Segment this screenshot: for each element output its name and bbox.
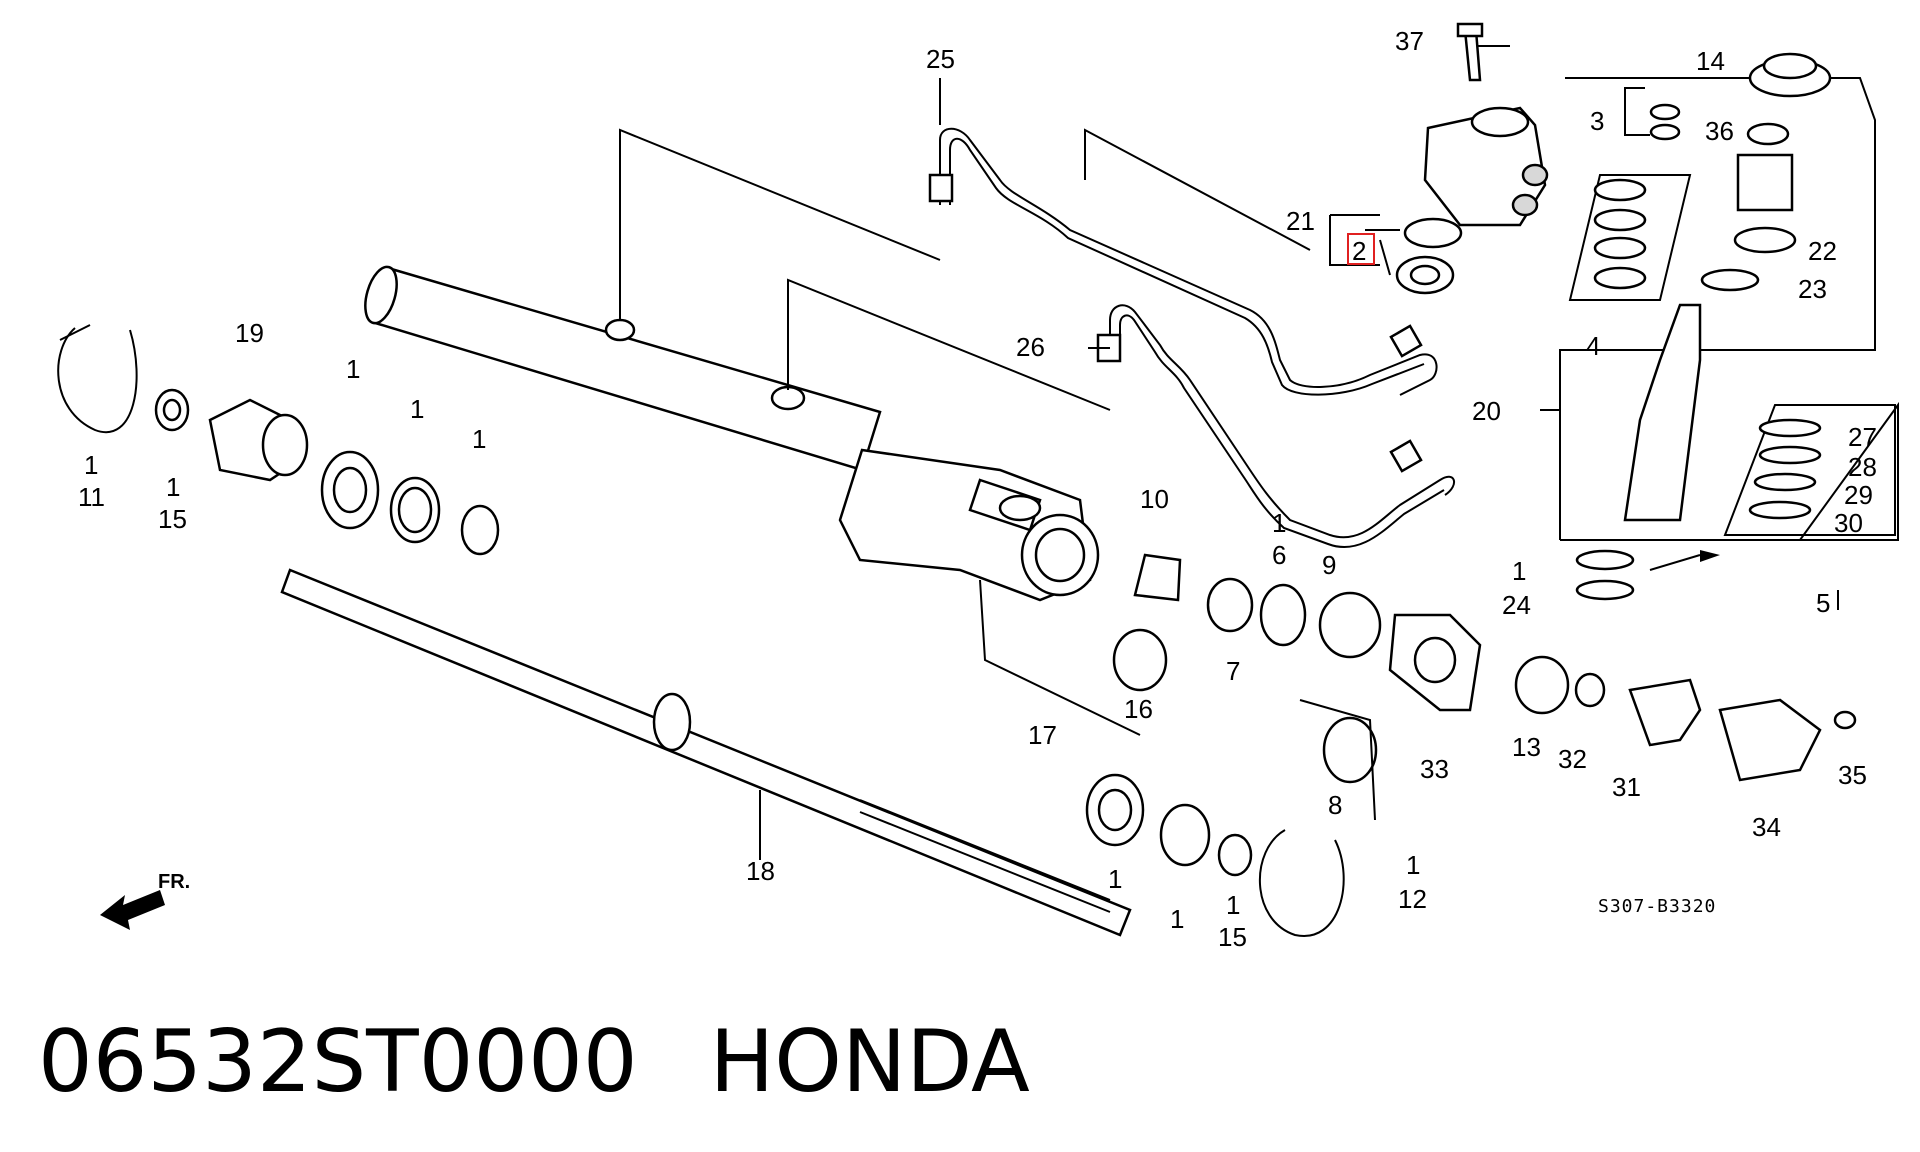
callout: 1 bbox=[1512, 556, 1526, 586]
callout: 8 bbox=[1328, 790, 1342, 820]
callout: 2 bbox=[1352, 236, 1366, 266]
callout: 10 bbox=[1140, 484, 1169, 514]
callout: 3 bbox=[1590, 106, 1604, 136]
callout: 25 bbox=[926, 44, 955, 74]
drawing-code: S307-B3320 bbox=[1598, 896, 1716, 917]
callout: 23 bbox=[1798, 274, 1827, 304]
callout: 16 bbox=[1124, 694, 1153, 724]
middle-parts bbox=[1085, 553, 1857, 938]
callout: 27 bbox=[1848, 422, 1877, 452]
callout: 37 bbox=[1395, 26, 1424, 56]
callout: 21 bbox=[1286, 206, 1315, 236]
callout: 17 bbox=[1028, 720, 1057, 750]
callout: 14 bbox=[1696, 46, 1725, 76]
callout: 30 bbox=[1834, 508, 1863, 538]
left-parts bbox=[57, 324, 500, 556]
callout: 11 bbox=[78, 482, 105, 512]
highlight-box bbox=[1347, 233, 1375, 265]
callout: 1 bbox=[1406, 850, 1420, 880]
valve-housing-parts bbox=[1395, 22, 1832, 601]
front-direction-marker: FR. bbox=[100, 871, 190, 930]
callout: 1 bbox=[1108, 864, 1122, 894]
callout: 31 bbox=[1612, 772, 1641, 802]
callout: 1 bbox=[1170, 904, 1184, 934]
callout: 1 bbox=[410, 394, 424, 424]
callout: 1 bbox=[1272, 508, 1286, 538]
callout: 1 bbox=[472, 424, 486, 454]
callout: 20 bbox=[1472, 396, 1501, 426]
part-number: 06532ST0000 bbox=[38, 1012, 638, 1112]
callout: 18 bbox=[746, 856, 775, 886]
callout: 4 bbox=[1586, 331, 1600, 361]
callout: 28 bbox=[1848, 452, 1877, 482]
part-caption: 06532ST0000 HONDA bbox=[38, 1012, 1102, 1112]
callout: 22 bbox=[1808, 236, 1837, 266]
callout: 9 bbox=[1322, 550, 1336, 580]
callout: 19 bbox=[235, 318, 264, 348]
callout: 32 bbox=[1558, 744, 1587, 774]
callout: 24 bbox=[1502, 590, 1531, 620]
callout: 26 bbox=[1016, 332, 1045, 362]
brand-name: HONDA bbox=[709, 1012, 1030, 1112]
callout: 36 bbox=[1705, 116, 1734, 146]
callout: 1 bbox=[1226, 890, 1240, 920]
callout: 34 bbox=[1752, 812, 1781, 842]
rack-bar bbox=[280, 568, 1132, 937]
callout: 12 bbox=[1398, 884, 1427, 914]
callout: 33 bbox=[1420, 754, 1449, 784]
callout: 29 bbox=[1844, 480, 1873, 510]
callout: 13 bbox=[1512, 732, 1541, 762]
callout: 1 bbox=[166, 472, 180, 502]
callout: 1 bbox=[346, 354, 360, 384]
callout: 7 bbox=[1226, 656, 1240, 686]
callout: 15 bbox=[158, 504, 187, 534]
callout-labels: 1 11 1 15 19 1 1 1 25 26 37 21 2 14 3 36… bbox=[78, 26, 1877, 952]
callout: 15 bbox=[1218, 922, 1247, 952]
callout: 1 bbox=[84, 450, 98, 480]
callout: 35 bbox=[1838, 760, 1867, 790]
rack-housing bbox=[364, 265, 1141, 736]
callout: 5 bbox=[1816, 588, 1830, 618]
svg-text:FR.: FR. bbox=[158, 871, 190, 893]
callout: 6 bbox=[1272, 540, 1286, 570]
fluid-pipes bbox=[928, 127, 1455, 549]
